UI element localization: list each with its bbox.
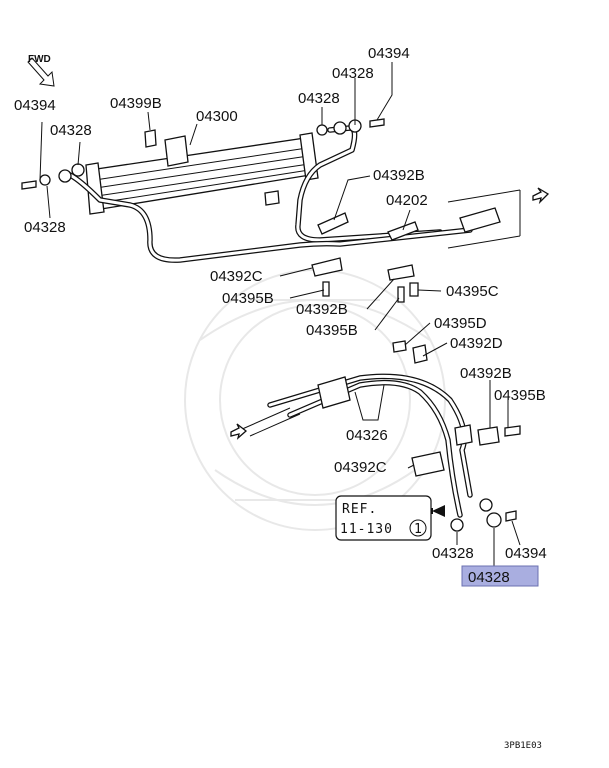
part-label-04395D[interactable]: 04395D xyxy=(434,315,487,332)
drawing-code: 3PB1E03 xyxy=(504,741,542,751)
part-label-04392D[interactable]: 04392D xyxy=(450,335,503,352)
part-label-04394-left[interactable]: 04394 xyxy=(14,97,56,114)
leader-lines xyxy=(39,62,521,566)
fwd-label: FWD xyxy=(28,54,51,65)
part-labels: 04394 04328 04328 04399B 04300 04394 043… xyxy=(14,45,547,586)
part-label-04399B[interactable]: 04399B xyxy=(110,95,162,112)
part-label-04392C-low[interactable]: 04392C xyxy=(334,459,387,476)
forward-direction-arrow: FWD xyxy=(27,54,55,87)
reference-line-2: 11-130 xyxy=(340,522,393,537)
part-label-04395B-right[interactable]: 04395B xyxy=(494,387,546,404)
part-label-04328-left-b[interactable]: 04328 xyxy=(24,219,66,236)
part-label-04300[interactable]: 04300 xyxy=(196,108,238,125)
part-label-04394-top[interactable]: 04394 xyxy=(368,45,410,62)
oil-cooler-04300 xyxy=(85,132,319,215)
part-label-04395C[interactable]: 04395C xyxy=(446,283,499,300)
reference-circled-number: 1 xyxy=(414,522,423,537)
part-label-04392B-mid[interactable]: 04392B xyxy=(296,301,348,318)
part-label-04328-top-b[interactable]: 04328 xyxy=(298,90,340,107)
part-label-04328-top-a[interactable]: 04328 xyxy=(332,65,374,82)
part-label-04328-left-a[interactable]: 04328 xyxy=(50,122,92,139)
part-label-04202[interactable]: 04202 xyxy=(386,192,428,209)
part-label-04394-bottom[interactable]: 04394 xyxy=(505,545,547,562)
reference-box: REF. 11-130 1 xyxy=(335,495,432,541)
part-label-04392B-right[interactable]: 04392B xyxy=(460,365,512,382)
small-parts xyxy=(21,118,521,532)
part-label-04328-highlighted[interactable]: 04328 xyxy=(468,569,510,586)
part-label-04326[interactable]: 04326 xyxy=(346,427,388,444)
highlight-box xyxy=(461,565,539,587)
part-label-04328-bottom[interactable]: 04328 xyxy=(432,545,474,562)
part-label-04395B-mid[interactable]: 04395B xyxy=(222,290,274,307)
part-label-04392B-top[interactable]: 04392B xyxy=(373,167,425,184)
part-label-04395B-low[interactable]: 04395B xyxy=(306,322,358,339)
part-label-04392C-mid[interactable]: 04392C xyxy=(210,268,263,285)
reference-line-1: REF. xyxy=(342,502,377,517)
